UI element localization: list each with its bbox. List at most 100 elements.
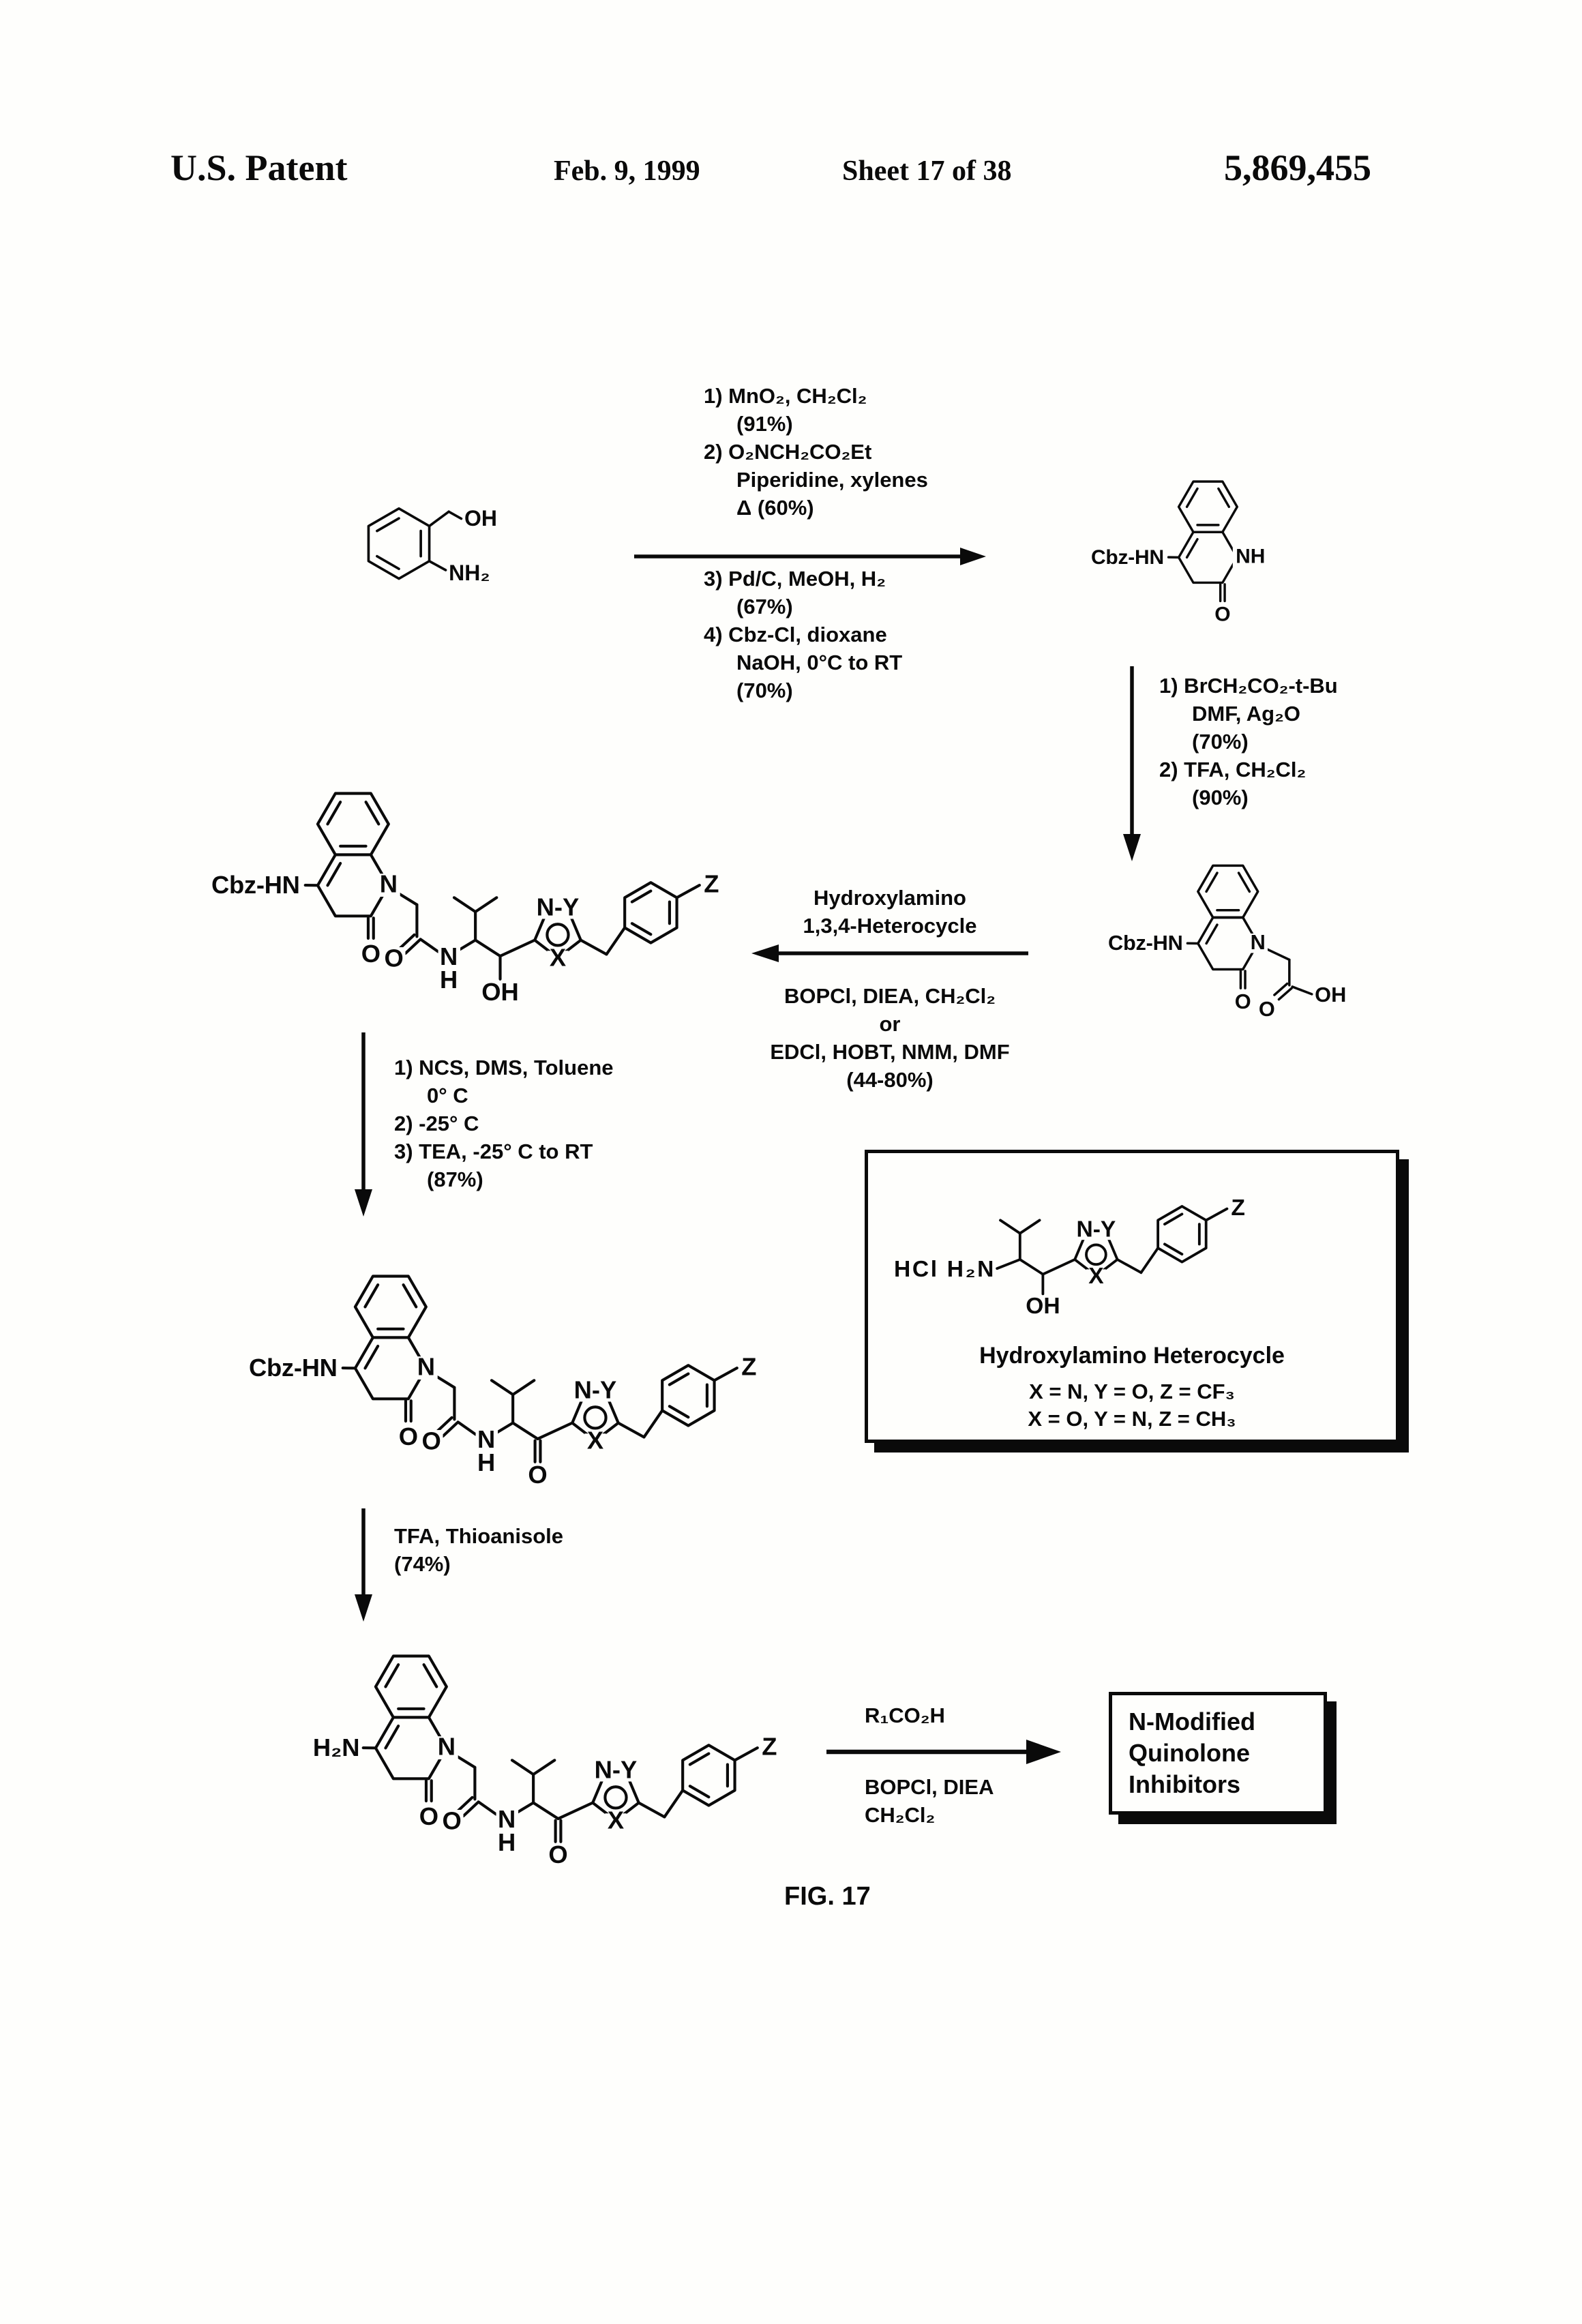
condition-line: DMF, Ag₂O: [1192, 702, 1300, 726]
condition-line: 2) O₂NCH₂CO₂Et: [704, 440, 872, 464]
condition-line: 4) Cbz-Cl, dioxane: [704, 623, 887, 646]
atom-label-n: N: [417, 1352, 435, 1380]
reaction-arrow-2: [1123, 666, 1141, 861]
benzene-ring: [367, 507, 431, 580]
product-line: Quinolone: [1129, 1739, 1250, 1767]
atom-label-amide-o: O: [384, 944, 403, 972]
condition-line: Δ (60%): [736, 496, 814, 520]
heterocycle-definition-2: X = O, Y = N, Z = CH₃: [1028, 1407, 1236, 1431]
atom-label-n: N: [1251, 930, 1266, 954]
amide-chain: [450, 1751, 595, 1843]
atom-label-oh: OH: [1026, 1294, 1060, 1319]
atom-label-acid-oh: OH: [1315, 983, 1346, 1007]
atom-label-ketone-o: O: [528, 1461, 547, 1489]
heterocycle-definition-1: X = N, Y = O, Z = CF₃: [1029, 1380, 1235, 1403]
condition-line: CH₂Cl₂: [865, 1803, 936, 1827]
condition-line: BOPCl, DIEA, CH₂Cl₂: [783, 984, 996, 1008]
atom-label-amide-n: N: [477, 1425, 495, 1453]
condition-line: 2) -25° C: [394, 1112, 479, 1135]
condition-line: 1) NCS, DMS, Toluene: [394, 1056, 614, 1079]
atom-label-ny: N-Y: [595, 1755, 638, 1783]
quinolinone-rings: [303, 792, 390, 940]
condition-line: 3) Pd/C, MeOH, H₂: [704, 567, 886, 591]
benzyl-group: [579, 881, 701, 956]
cbz-label: Cbz-HN: [211, 871, 300, 899]
atom-label-n: N: [438, 1732, 456, 1760]
condition-line: TFA, Thioanisole: [394, 1524, 564, 1548]
reaction-arrow-1: [634, 548, 986, 565]
atom-label-amide-h: H: [477, 1448, 495, 1476]
atom-label-ny: N-Y: [537, 893, 580, 921]
condition-line: R₁CO₂H: [865, 1703, 945, 1727]
atom-label-ring-o: O: [419, 1802, 438, 1830]
atom-label-nh2: NH₂: [449, 561, 490, 585]
atom-label-n: N: [380, 869, 398, 897]
acetic-acid-chain: [1261, 945, 1313, 1001]
condition-line: 1) BrCH₂CO₂-t-Bu: [1159, 674, 1338, 698]
product-line: N-Modified: [1129, 1708, 1255, 1735]
step1-conditions-below: 3) Pd/C, MeOH, H₂ (67%) 4) Cbz-Cl, dioxa…: [704, 565, 902, 704]
condition-line: 1) MnO₂, CH₂Cl₂: [704, 384, 867, 408]
condition-line: (67%): [736, 595, 793, 619]
product-line: Inhibitors: [1129, 1770, 1240, 1798]
step6-conditions-below: BOPCl, DIEA CH₂Cl₂: [865, 1773, 994, 1829]
condition-line: 0° C: [427, 1084, 468, 1107]
patent-date: Feb. 9, 1999: [554, 155, 700, 187]
condition-line: EDCl, HOBT, NMM, DMF: [770, 1040, 1010, 1064]
atom-label-oh: OH: [464, 506, 497, 531]
hydroxymethyl-bonds: [428, 510, 463, 528]
structure-hydroxylamino-heterocycle: HCl H₂N OH N-Y X Z: [894, 1195, 1245, 1319]
atom-label-ring-o: O: [1235, 989, 1251, 1013]
amino-chain: [996, 1219, 1077, 1296]
condition-line: BOPCl, DIEA: [865, 1775, 994, 1799]
condition-line: (70%): [1192, 730, 1249, 754]
condition-line: or: [879, 1012, 901, 1036]
structure-aminobenzyl-alcohol: OH NH₂: [367, 506, 497, 585]
atom-label-amide-n: N: [498, 1805, 516, 1833]
benzyl-group: [1116, 1205, 1229, 1275]
atom-label-z: Z: [1231, 1195, 1245, 1221]
step5-conditions: TFA, Thioanisole (74%): [394, 1522, 563, 1578]
figure-caption: FIG. 17: [784, 1882, 871, 1911]
atom-label-ketone-o: O: [548, 1841, 567, 1868]
condition-line: Piperidine, xylenes: [736, 468, 928, 492]
amine-label: HCl H₂N: [894, 1257, 994, 1282]
atom-label-x: X: [550, 943, 566, 971]
amine-label: H₂N: [313, 1733, 360, 1761]
atom-label-amide-n: N: [440, 942, 458, 970]
atom-label-amide-h: H: [440, 966, 458, 994]
patent-sheet-number: Sheet 17 of 38: [842, 155, 1012, 187]
condition-line: (44-80%): [846, 1068, 934, 1092]
atom-label-z: Z: [741, 1352, 756, 1380]
structure-quinolinone-acid: Cbz-HN N O O OH: [1108, 864, 1346, 1021]
step2-conditions: 1) BrCH₂CO₂-t-Bu DMF, Ag₂O (70%) 2) TFA,…: [1159, 672, 1338, 811]
atom-label-oh: OH: [481, 978, 519, 1006]
hydroxylamino-heterocycle-box: HCl H₂N OH N-Y X Z Hydroxylamino Heteroc…: [865, 1150, 1399, 1443]
atom-label-z: Z: [762, 1732, 777, 1760]
condition-line: NaOH, 0°C to RT: [736, 651, 903, 674]
atom-label-x: X: [587, 1426, 603, 1454]
benzyl-group: [616, 1364, 738, 1439]
amide-chain: [392, 889, 537, 981]
cbz-label: Cbz-HN: [1091, 546, 1164, 569]
atom-label-z: Z: [704, 869, 719, 897]
condition-line: 3) TEA, -25° C to RT: [394, 1139, 593, 1163]
atom-label-o: O: [1214, 603, 1230, 625]
cbz-label: Cbz-HN: [1108, 931, 1183, 955]
atom-label-amide-h: H: [498, 1828, 516, 1856]
atom-label-amide-o: O: [421, 1427, 441, 1455]
atom-label-ny: N-Y: [1076, 1217, 1116, 1242]
atom-label-x: X: [1088, 1264, 1104, 1289]
step3-conditions-below: BOPCl, DIEA, CH₂Cl₂ or EDCl, HOBT, NMM, …: [753, 982, 1026, 1094]
condition-line: (91%): [736, 412, 793, 436]
reaction-arrow-4: [355, 1032, 372, 1217]
condition-line: Hydroxylamino: [814, 886, 966, 910]
condition-line: (87%): [427, 1167, 483, 1191]
reaction-arrow-3: [751, 944, 1028, 962]
quinolinone-rings: [1167, 480, 1238, 603]
amine-bond: [428, 560, 447, 571]
atom-label-x: X: [608, 1806, 624, 1834]
structure-cbz-alcohol-adduct: Cbz-HN N O O N H OH N-Y X Z: [211, 792, 719, 1006]
condition-line: (90%): [1192, 786, 1249, 809]
step1-conditions-above: 1) MnO₂, CH₂Cl₂ (91%) 2) O₂NCH₂CO₂Et Pip…: [704, 382, 928, 522]
